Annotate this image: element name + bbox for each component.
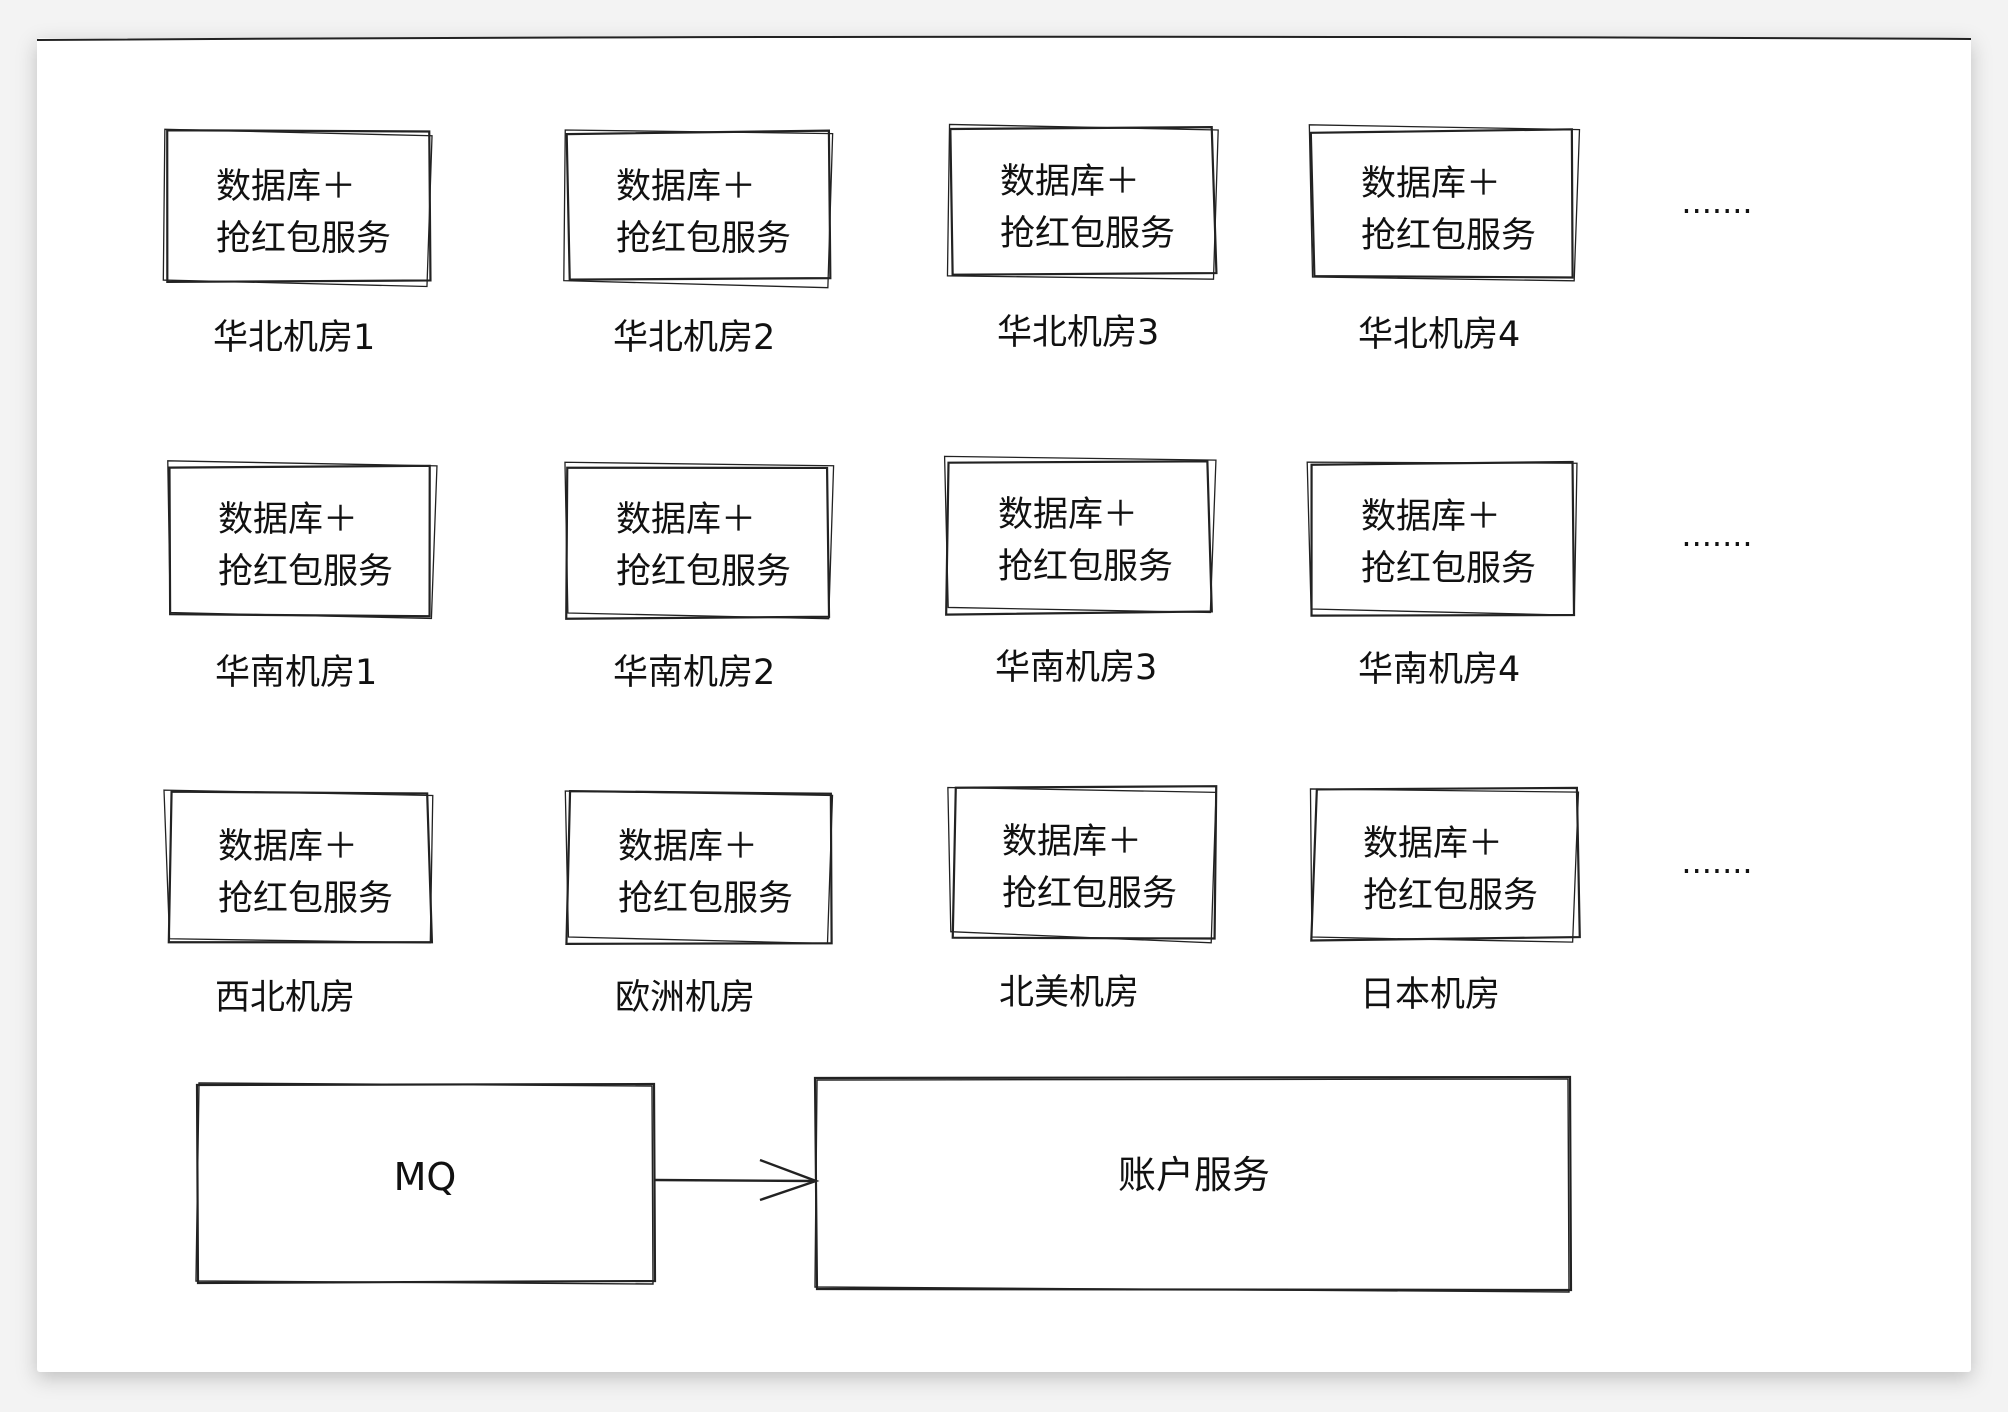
node-box-outline — [951, 785, 1218, 940]
node-box-outline — [564, 790, 834, 945]
node-box-outline — [1309, 788, 1580, 943]
datacenter-row: 数据库＋抢红包服务西北机房数据库＋抢红包服务欧洲机房数据库＋抢红包服务北美机房数… — [163, 785, 1753, 1018]
datacenter-label: 华北机房1 — [213, 318, 375, 358]
node-line1: 数据库＋ — [616, 167, 756, 207]
node-line1: 数据库＋ — [216, 167, 356, 207]
node-line1: 数据库＋ — [616, 500, 756, 540]
datacenter-label: 华南机房2 — [613, 653, 775, 693]
node-box-outline — [162, 128, 433, 288]
node-line2: 抢红包服务 — [1002, 874, 1177, 914]
account-service-node: 账户服务 — [813, 1075, 1573, 1293]
node-box-outline — [1306, 461, 1578, 616]
account-service-label: 账户服务 — [1118, 1153, 1270, 1197]
node-line2: 抢红包服务 — [216, 219, 391, 259]
node-line1: 数据库＋ — [1000, 162, 1140, 202]
node-box-outline — [564, 461, 835, 620]
datacenter-label: 西北机房 — [215, 978, 355, 1018]
node-line2: 抢红包服务 — [616, 219, 791, 259]
node-line2: 抢红包服务 — [616, 552, 791, 592]
node-box-outline — [563, 129, 834, 289]
node-box-outline — [166, 129, 432, 284]
node-line1: 数据库＋ — [218, 500, 358, 540]
node-line2: 抢红包服务 — [1363, 876, 1538, 916]
node-box-outline — [167, 790, 434, 944]
node-line2: 抢红包服务 — [1361, 549, 1536, 589]
node-box-outline — [947, 786, 1217, 944]
datacenter-grid: 数据库＋抢红包服务华北机房1数据库＋抢红包服务华北机房2数据库＋抢红包服务华北机… — [162, 123, 1753, 1018]
node-line2: 抢红包服务 — [218, 552, 393, 592]
node-line2: 抢红包服务 — [618, 879, 793, 919]
datacenter-label: 华北机房3 — [997, 313, 1159, 353]
node-line1: 数据库＋ — [618, 827, 758, 867]
node-line2: 抢红包服务 — [1361, 216, 1536, 256]
node-line2: 抢红包服务 — [998, 547, 1173, 587]
node-box-outline — [943, 455, 1217, 614]
node-line1: 数据库＋ — [998, 495, 1138, 535]
row-ellipsis: ....... — [1681, 183, 1752, 221]
node-line1: 数据库＋ — [1363, 824, 1503, 864]
datacenter-label: 华北机房2 — [613, 318, 775, 358]
node-box-outline — [163, 789, 434, 944]
node-box-outline — [1308, 124, 1581, 282]
node-line1: 数据库＋ — [1002, 822, 1142, 862]
datacenter-label: 华北机房4 — [1358, 315, 1520, 355]
datacenter-label: 华南机房4 — [1358, 650, 1520, 690]
datacenter-label: 华南机房3 — [995, 648, 1157, 688]
row-ellipsis: ....... — [1681, 843, 1752, 881]
node-line2: 抢红包服务 — [218, 879, 393, 919]
node-line2: 抢红包服务 — [1000, 214, 1175, 254]
datacenter-label: 欧洲机房 — [615, 978, 755, 1018]
node-line1: 数据库＋ — [1361, 497, 1501, 537]
node-line1: 数据库＋ — [218, 827, 358, 867]
node-line1: 数据库＋ — [1361, 164, 1501, 204]
top-edge-line — [36, 35, 1972, 41]
node-box-outline — [167, 460, 438, 620]
paper-sheet — [37, 38, 1971, 1372]
datacenter-label: 日本机房 — [1360, 975, 1500, 1015]
mq-label: MQ — [394, 1155, 457, 1199]
node-box-outline — [1310, 786, 1581, 942]
datacenter-label: 北美机房 — [999, 973, 1139, 1013]
row-ellipsis: ....... — [1681, 516, 1752, 554]
datacenter-label: 华南机房1 — [215, 653, 377, 693]
node-box-outline — [1309, 128, 1574, 279]
node-box-outline — [946, 123, 1219, 280]
mq-node: MQ — [195, 1082, 657, 1285]
